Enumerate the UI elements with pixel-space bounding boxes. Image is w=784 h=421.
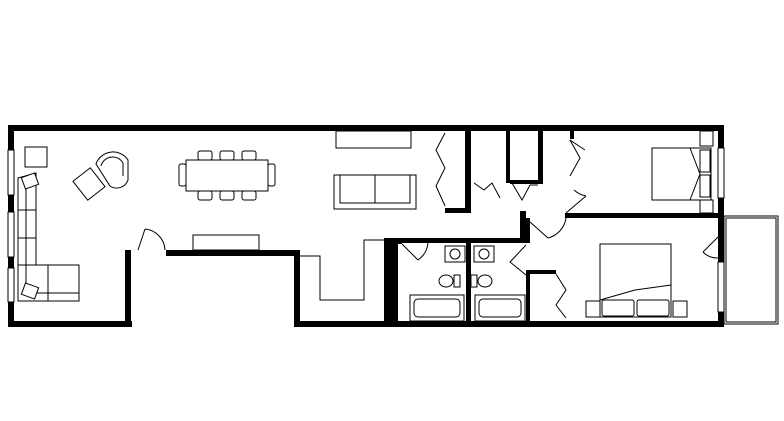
sectional-sofa-icon xyxy=(17,172,80,302)
ottoman-icon xyxy=(72,167,106,201)
nightstand-icon-3 xyxy=(585,300,601,318)
nightstand-icon-2 xyxy=(699,199,714,214)
interior-walls xyxy=(384,131,724,327)
dining-chair-icon xyxy=(178,150,276,201)
window-left-3 xyxy=(7,267,15,303)
bedroom-1-door xyxy=(565,189,587,214)
kitchen-counter xyxy=(300,239,384,301)
toilet-icon-2 xyxy=(470,274,493,288)
balcony-door xyxy=(702,236,719,259)
closet-bifold-door-1 xyxy=(435,132,446,207)
bedroom-2-door xyxy=(529,217,567,239)
sofa-icon xyxy=(333,174,417,210)
living-area xyxy=(17,146,129,302)
armchair-icon xyxy=(95,151,129,189)
window-right-1 xyxy=(717,147,725,199)
dining-area xyxy=(178,150,276,201)
toilet-icon xyxy=(438,274,461,288)
bathroom-1-door xyxy=(401,242,429,261)
doors xyxy=(137,132,719,319)
bed-icon-2 xyxy=(599,243,672,318)
nightstand-icon-4 xyxy=(672,300,688,318)
bathroom-2 xyxy=(470,245,526,322)
kitchen-counter-top xyxy=(335,130,412,149)
window-left-2 xyxy=(7,211,15,258)
nightstand-icon xyxy=(699,130,714,147)
window-left-1 xyxy=(7,149,15,196)
bedroom-2-closet-door xyxy=(555,273,567,319)
bed-icon xyxy=(651,147,712,201)
closet-door-2 xyxy=(473,182,501,199)
dining-table-icon xyxy=(185,159,269,192)
window-right-2 xyxy=(717,261,725,313)
bathroom-1 xyxy=(409,245,466,322)
kitchen xyxy=(192,130,417,301)
tv-console-icon xyxy=(192,234,260,251)
side-table-icon xyxy=(24,146,48,168)
bedroom-2 xyxy=(585,243,688,318)
bedroom-closet-door xyxy=(569,139,586,177)
hall-door xyxy=(509,244,527,276)
entry-door xyxy=(137,228,166,251)
balcony xyxy=(723,215,779,325)
closet-door-3 xyxy=(511,182,538,202)
bedroom-1 xyxy=(651,130,714,214)
sink-icon-2 xyxy=(473,245,495,263)
sink-icon xyxy=(444,245,466,263)
